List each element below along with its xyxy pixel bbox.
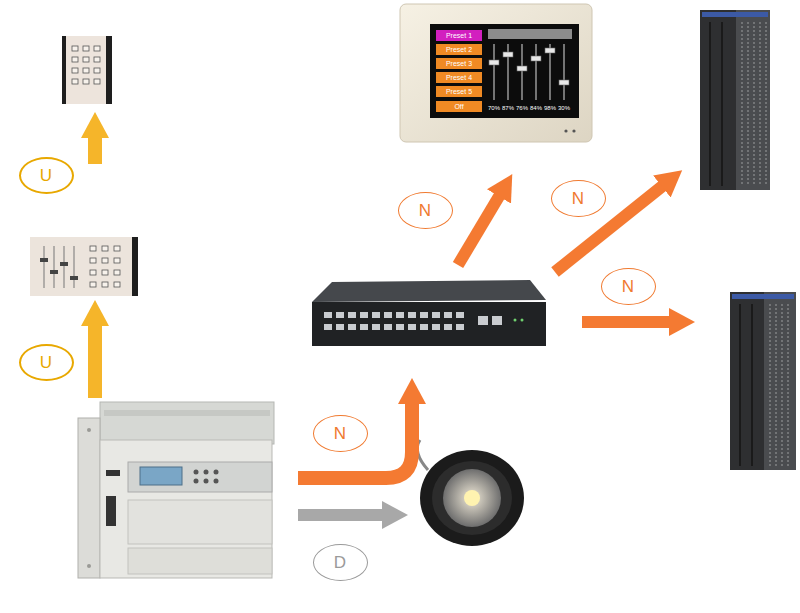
server-rack (700, 10, 770, 190)
button-label: Preset 5 (446, 88, 472, 95)
keypad (62, 36, 112, 104)
preset-button: Preset 5 (436, 86, 482, 97)
signal-circle: D (313, 544, 368, 581)
touch-panel (400, 4, 592, 142)
preset-button: Preset 4 (436, 72, 482, 83)
button-label: Preset 4 (446, 74, 472, 81)
fader-value: 87% (502, 105, 514, 111)
network-switch (312, 280, 546, 346)
preset-button: Preset 3 (436, 58, 482, 69)
button-label: Preset 1 (446, 32, 472, 39)
signal-letter: D (334, 554, 346, 571)
preset-button: Preset 1 (436, 30, 482, 41)
downlight (417, 440, 524, 546)
signal-letter: U (40, 167, 52, 184)
signal-letter: U (40, 354, 52, 371)
fader-value: 98% (544, 105, 556, 111)
signal-circle: N (601, 268, 656, 305)
rack-controller (78, 402, 274, 578)
fader-value: 84% (530, 105, 542, 111)
signal-circle: N (551, 180, 606, 217)
signal-letter: N (572, 190, 584, 207)
button-label: Preset 2 (446, 46, 472, 53)
fader-panel (30, 237, 138, 296)
server-rack (730, 292, 796, 470)
signal-circle: U (19, 344, 74, 381)
signal-circle: N (398, 192, 453, 229)
fader-value: 76% (516, 105, 528, 111)
arrow (95, 134, 673, 515)
fader-value: 70% (488, 105, 500, 111)
fader-value: 30% (558, 105, 570, 111)
button-label: Off (454, 103, 463, 110)
preset-button: Preset 2 (436, 44, 482, 55)
signal-letter: N (334, 425, 346, 442)
signal-circle: U (19, 157, 74, 194)
signal-letter: N (622, 278, 634, 295)
signal-circle: N (313, 415, 368, 452)
signal-letter: N (419, 202, 431, 219)
button-label: Preset 3 (446, 60, 472, 67)
preset-button: Off (436, 101, 482, 112)
